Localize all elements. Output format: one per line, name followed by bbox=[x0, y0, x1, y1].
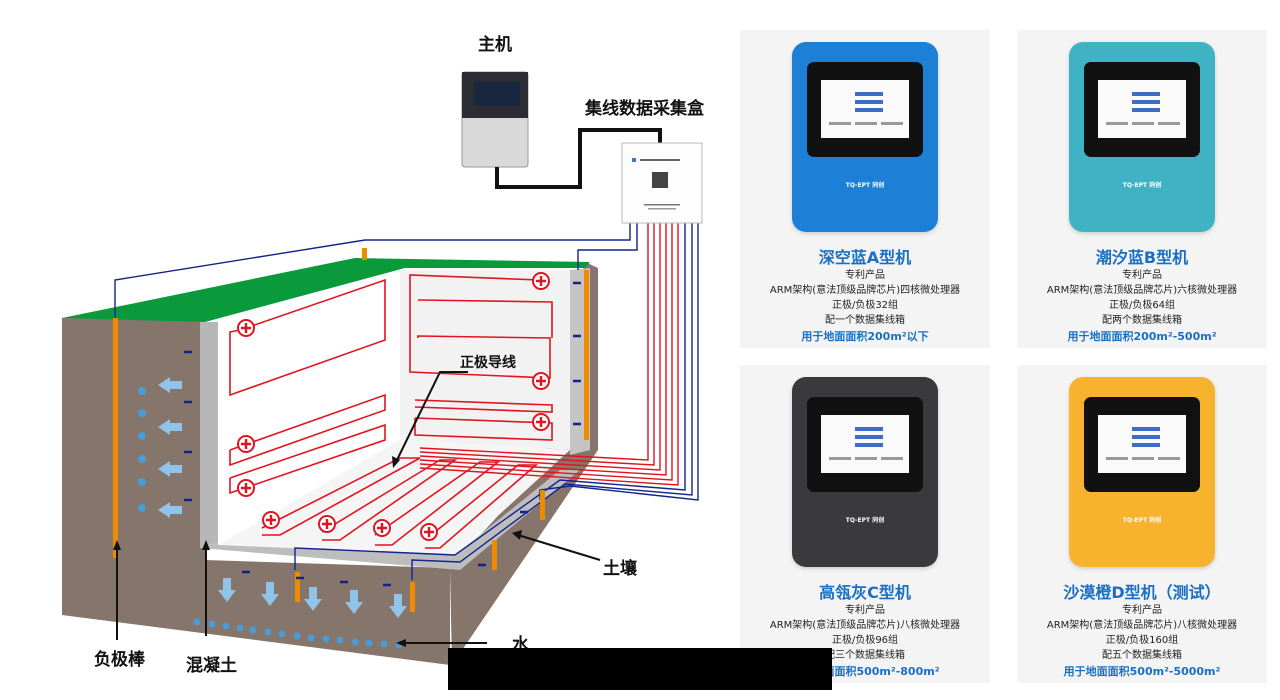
product-card-d[interactable]: TQ-EPT 同创 沙漠橙D型机（测试） 专利产品 ARM架构(意法顶级品牌芯片… bbox=[1017, 365, 1267, 683]
product-line: ARM架构(意法顶级品牌芯片)四核微处理器 bbox=[769, 285, 961, 296]
device-brand: TQ-EPT 同创 bbox=[1122, 182, 1162, 189]
device-lcd bbox=[1098, 415, 1186, 473]
device-image-b: TQ-EPT 同创 bbox=[1069, 42, 1215, 232]
positive-wire-label: 正极导线 bbox=[460, 355, 516, 371]
device-brand: TQ-EPT 同创 bbox=[845, 517, 885, 524]
electro-osmosis-diagram: 主机 集线数据采集盒 正极导线 土壤 水 负极棒 混凝土 bbox=[62, 35, 704, 676]
water-arrows-down bbox=[218, 578, 407, 618]
product-area: 用于地面面积200m²-500m² bbox=[1067, 330, 1217, 343]
negative-rod-label: 负极棒 bbox=[94, 650, 145, 670]
product-line: 专利产品 bbox=[845, 270, 885, 281]
product-title: 深空蓝A型机 bbox=[818, 248, 912, 267]
soil-label: 土壤 bbox=[603, 559, 637, 579]
product-line: 正极/负极96组 bbox=[831, 635, 899, 646]
label-arrows bbox=[116, 371, 601, 644]
device-image-c: TQ-EPT 同创 bbox=[792, 377, 938, 567]
product-card-c[interactable]: TQ-EPT 同创 高瓴灰C型机 专利产品 ARM架构(意法顶级品牌芯片)八核微… bbox=[740, 365, 990, 683]
product-title: 高瓴灰C型机 bbox=[819, 583, 911, 602]
device-lcd bbox=[1098, 80, 1186, 138]
concrete-floor-edge bbox=[200, 470, 580, 570]
device-brand: TQ-EPT 同创 bbox=[845, 182, 885, 189]
inner-floor bbox=[218, 440, 570, 555]
inner-back-wall bbox=[400, 270, 570, 450]
soil-left-face bbox=[62, 318, 450, 665]
concrete-left-wall bbox=[200, 322, 218, 548]
product-line: ARM架构(意法顶级品牌芯片)八核微处理器 bbox=[769, 620, 961, 631]
concrete-label: 混凝土 bbox=[186, 656, 237, 676]
product-line: 配五个数据集线箱 bbox=[1102, 650, 1182, 661]
positive-wire-floor bbox=[261, 457, 539, 549]
product-line: 配三个数据集线箱 bbox=[825, 650, 905, 661]
product-line: 正极/负极160组 bbox=[1105, 635, 1179, 646]
device-lcd bbox=[821, 80, 909, 138]
soil-right-face bbox=[450, 262, 598, 665]
product-area: 用于地面面积500m²-5000m² bbox=[1063, 665, 1221, 678]
product-card-a[interactable]: TQ-EPT 同创 深空蓝A型机 专利产品 ARM架构(意法顶级品牌芯片)四核微… bbox=[740, 30, 990, 348]
diagram-drawing bbox=[62, 71, 703, 665]
product-line: ARM架构(意法顶级品牌芯片)六核微处理器 bbox=[1046, 285, 1238, 296]
redaction-bar bbox=[448, 648, 832, 690]
device-lcd bbox=[821, 415, 909, 473]
inner-left-wall bbox=[218, 270, 400, 545]
product-line: 专利产品 bbox=[845, 605, 885, 616]
negative-rods bbox=[113, 248, 589, 612]
data-cable bbox=[495, 128, 662, 189]
host-label: 主机 bbox=[478, 35, 512, 55]
device-image-d: TQ-EPT 同创 bbox=[1069, 377, 1215, 567]
positive-wire-bundle bbox=[419, 222, 679, 486]
device-image-a: TQ-EPT 同创 bbox=[792, 42, 938, 232]
water-drops bbox=[138, 387, 403, 649]
positive-wire-back-wall bbox=[409, 274, 553, 441]
grass-top bbox=[62, 258, 590, 322]
product-area: 用于地面面积200m²以下 bbox=[801, 330, 929, 343]
positive-marker-crosses bbox=[241, 276, 546, 537]
product-line: ARM架构(意法顶级品牌芯片)八核微处理器 bbox=[1046, 620, 1238, 631]
product-line: 专利产品 bbox=[1122, 605, 1162, 616]
water-arrows-left bbox=[158, 377, 182, 518]
product-title: 沙漠橙D型机（测试） bbox=[1063, 583, 1221, 602]
arrow-heads bbox=[113, 456, 522, 647]
product-title: 潮汐蓝B型机 bbox=[1095, 248, 1189, 267]
product-line: 专利产品 bbox=[1122, 270, 1162, 281]
product-card-b[interactable]: TQ-EPT 同创 潮汐蓝B型机 专利产品 ARM架构(意法顶级品牌芯片)六核微… bbox=[1017, 30, 1267, 348]
host-device bbox=[461, 71, 529, 168]
product-line: 正极/负极64组 bbox=[1108, 300, 1176, 311]
collector-box bbox=[621, 142, 703, 224]
negative-markers bbox=[184, 281, 581, 587]
device-brand: TQ-EPT 同创 bbox=[1122, 517, 1162, 524]
product-line: 正极/负极32组 bbox=[831, 300, 899, 311]
collector-box-label: 集线数据采集盒 bbox=[585, 99, 704, 119]
positive-wire-left-wall bbox=[229, 278, 386, 495]
product-line: 配两个数据集线箱 bbox=[1102, 315, 1182, 326]
product-line: 配一个数据集线箱 bbox=[825, 315, 905, 326]
